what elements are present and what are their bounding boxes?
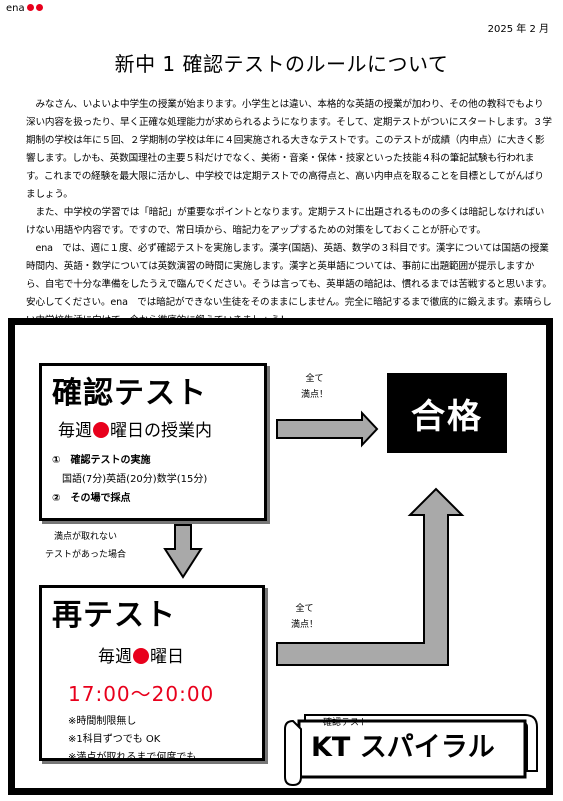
- red-dot-icon: [26, 4, 34, 11]
- weekly-prefix: 毎週: [98, 647, 132, 667]
- retest-heading: 再テスト: [52, 598, 176, 633]
- red-dot-icon: [35, 4, 43, 11]
- red-dot-icon: [133, 648, 149, 664]
- label-line: テストがあった場合: [45, 550, 127, 560]
- brand-logo: ena: [6, 2, 43, 15]
- right-arrow-icon: [276, 410, 379, 448]
- body-text: みなさん、いよいよ中学生の授業が始まります。小学生とは違い、本格的な英語の授業が…: [26, 96, 552, 330]
- brand-name: ena: [6, 3, 25, 14]
- retest-box: 再テスト 毎週曜日 17:00～20:00 ※時間制限無し ※1科目ずつでも O…: [39, 585, 265, 763]
- step-two: ② その場で採点: [52, 493, 131, 504]
- spiral-subtitle: 確認テスト: [323, 718, 369, 728]
- paragraph-intro: みなさん、いよいよ中学生の授業が始まります。小学生とは違い、本格的な英語の授業が…: [26, 99, 552, 200]
- all-correct-label-bottom: 全て 満点！: [291, 601, 318, 633]
- kakunin-schedule: 毎週曜日の授業内: [58, 416, 212, 441]
- all-correct-label-top: 全て 満点！: [301, 371, 328, 403]
- retest-time: 17:00～20:00: [68, 682, 215, 706]
- scroll-banner-icon: [284, 714, 538, 787]
- label-line: 満点が取れない: [54, 532, 118, 542]
- kakunin-heading: 確認テスト: [52, 376, 207, 411]
- up-arrow-icon: [276, 487, 465, 666]
- label-line: 満点！: [291, 620, 319, 630]
- label-line: 満点！: [301, 390, 329, 400]
- retest-schedule: 毎週曜日: [98, 642, 184, 667]
- subject-durations: 国語(7分)英語(20分)数学(15分): [62, 474, 208, 485]
- retest-note: ※時間制限無し: [68, 716, 137, 727]
- spiral-title: KT スパイラル: [311, 732, 495, 763]
- retest-note: ※満点が取れるまで何度でも: [68, 752, 197, 763]
- kakunin-test-box: 確認テスト 毎週曜日の授業内 ① 確認テストの実施 国語(7分)英語(20分)数…: [39, 363, 267, 521]
- label-line: 全て: [305, 374, 324, 384]
- label-line: 全て: [295, 604, 314, 614]
- weekly-suffix: 曜日の授業内: [110, 421, 212, 441]
- retest-note: ※1科目ずつでも OK: [68, 734, 161, 745]
- down-arrow-icon: [163, 524, 203, 579]
- flow-diagram-frame: 確認テスト 毎週曜日の授業内 ① 確認テストの実施 国語(7分)英語(20分)数…: [8, 318, 553, 795]
- weekly-prefix: 毎週: [58, 421, 92, 441]
- paragraph-weekly-test: ena では、週に１度、必ず確認テストを実施します。漢字(国語)、英語、数学の３…: [26, 243, 552, 326]
- step-one: ① 確認テストの実施: [52, 455, 151, 466]
- document-date: 2025 年 2 月: [487, 24, 549, 35]
- pass-box: 合格: [387, 373, 507, 453]
- weekly-suffix: 曜日: [150, 647, 184, 667]
- paragraph-memorization: また、中学校の学習では「暗記」が重要なポイントとなります。定期テストに出題される…: [26, 207, 545, 236]
- flow-arrows: [163, 410, 538, 787]
- fail-label: 満点が取れない テストがあった場合: [45, 528, 126, 564]
- red-dot-icon: [93, 422, 109, 438]
- page-title: 新中 1 確認テストのルールについて: [114, 52, 449, 76]
